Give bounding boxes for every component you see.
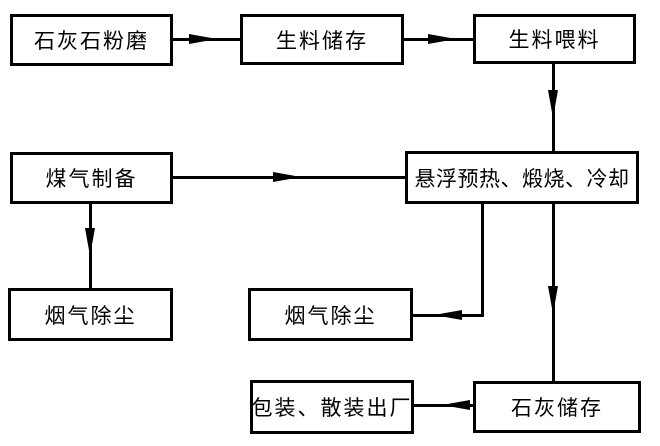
node-flue-gas-dedusting-mid: 烟气除尘 — [248, 288, 413, 341]
arrowhead-kiln-to-dedusting-mid-icon — [434, 310, 462, 320]
node-packing-bulk-shipping: 包装、散装出厂 — [250, 380, 414, 434]
arrowhead-gas-to-kiln-icon — [273, 172, 301, 182]
node-flue-gas-dedusting-left: 烟气除尘 — [8, 288, 173, 341]
node-coal-gas-preparation: 煤气制备 — [10, 152, 173, 204]
connector-kiln-to-dedusting-mid-v — [481, 204, 484, 317]
arrowhead-grinding-to-storage-icon — [189, 34, 217, 44]
node-raw-meal-storage: 生料储存 — [240, 14, 404, 65]
arrowhead-kiln-to-lime-storage-icon — [548, 286, 558, 314]
node-raw-meal-feeding: 生料喂料 — [473, 14, 636, 64]
arrowhead-lime-storage-to-packing-icon — [442, 400, 470, 410]
node-limestone-grinding: 石灰石粉磨 — [10, 14, 173, 66]
node-lime-storage: 石灰储存 — [473, 381, 641, 433]
arrowhead-gas-to-dedusting-left-icon — [85, 228, 95, 256]
arrowhead-storage-to-feeding-icon — [428, 34, 456, 44]
node-suspension-preheat-calcine-cool: 悬浮预热、煅烧、冷却 — [405, 151, 639, 204]
arrowhead-feeding-to-kiln-icon — [548, 90, 558, 118]
